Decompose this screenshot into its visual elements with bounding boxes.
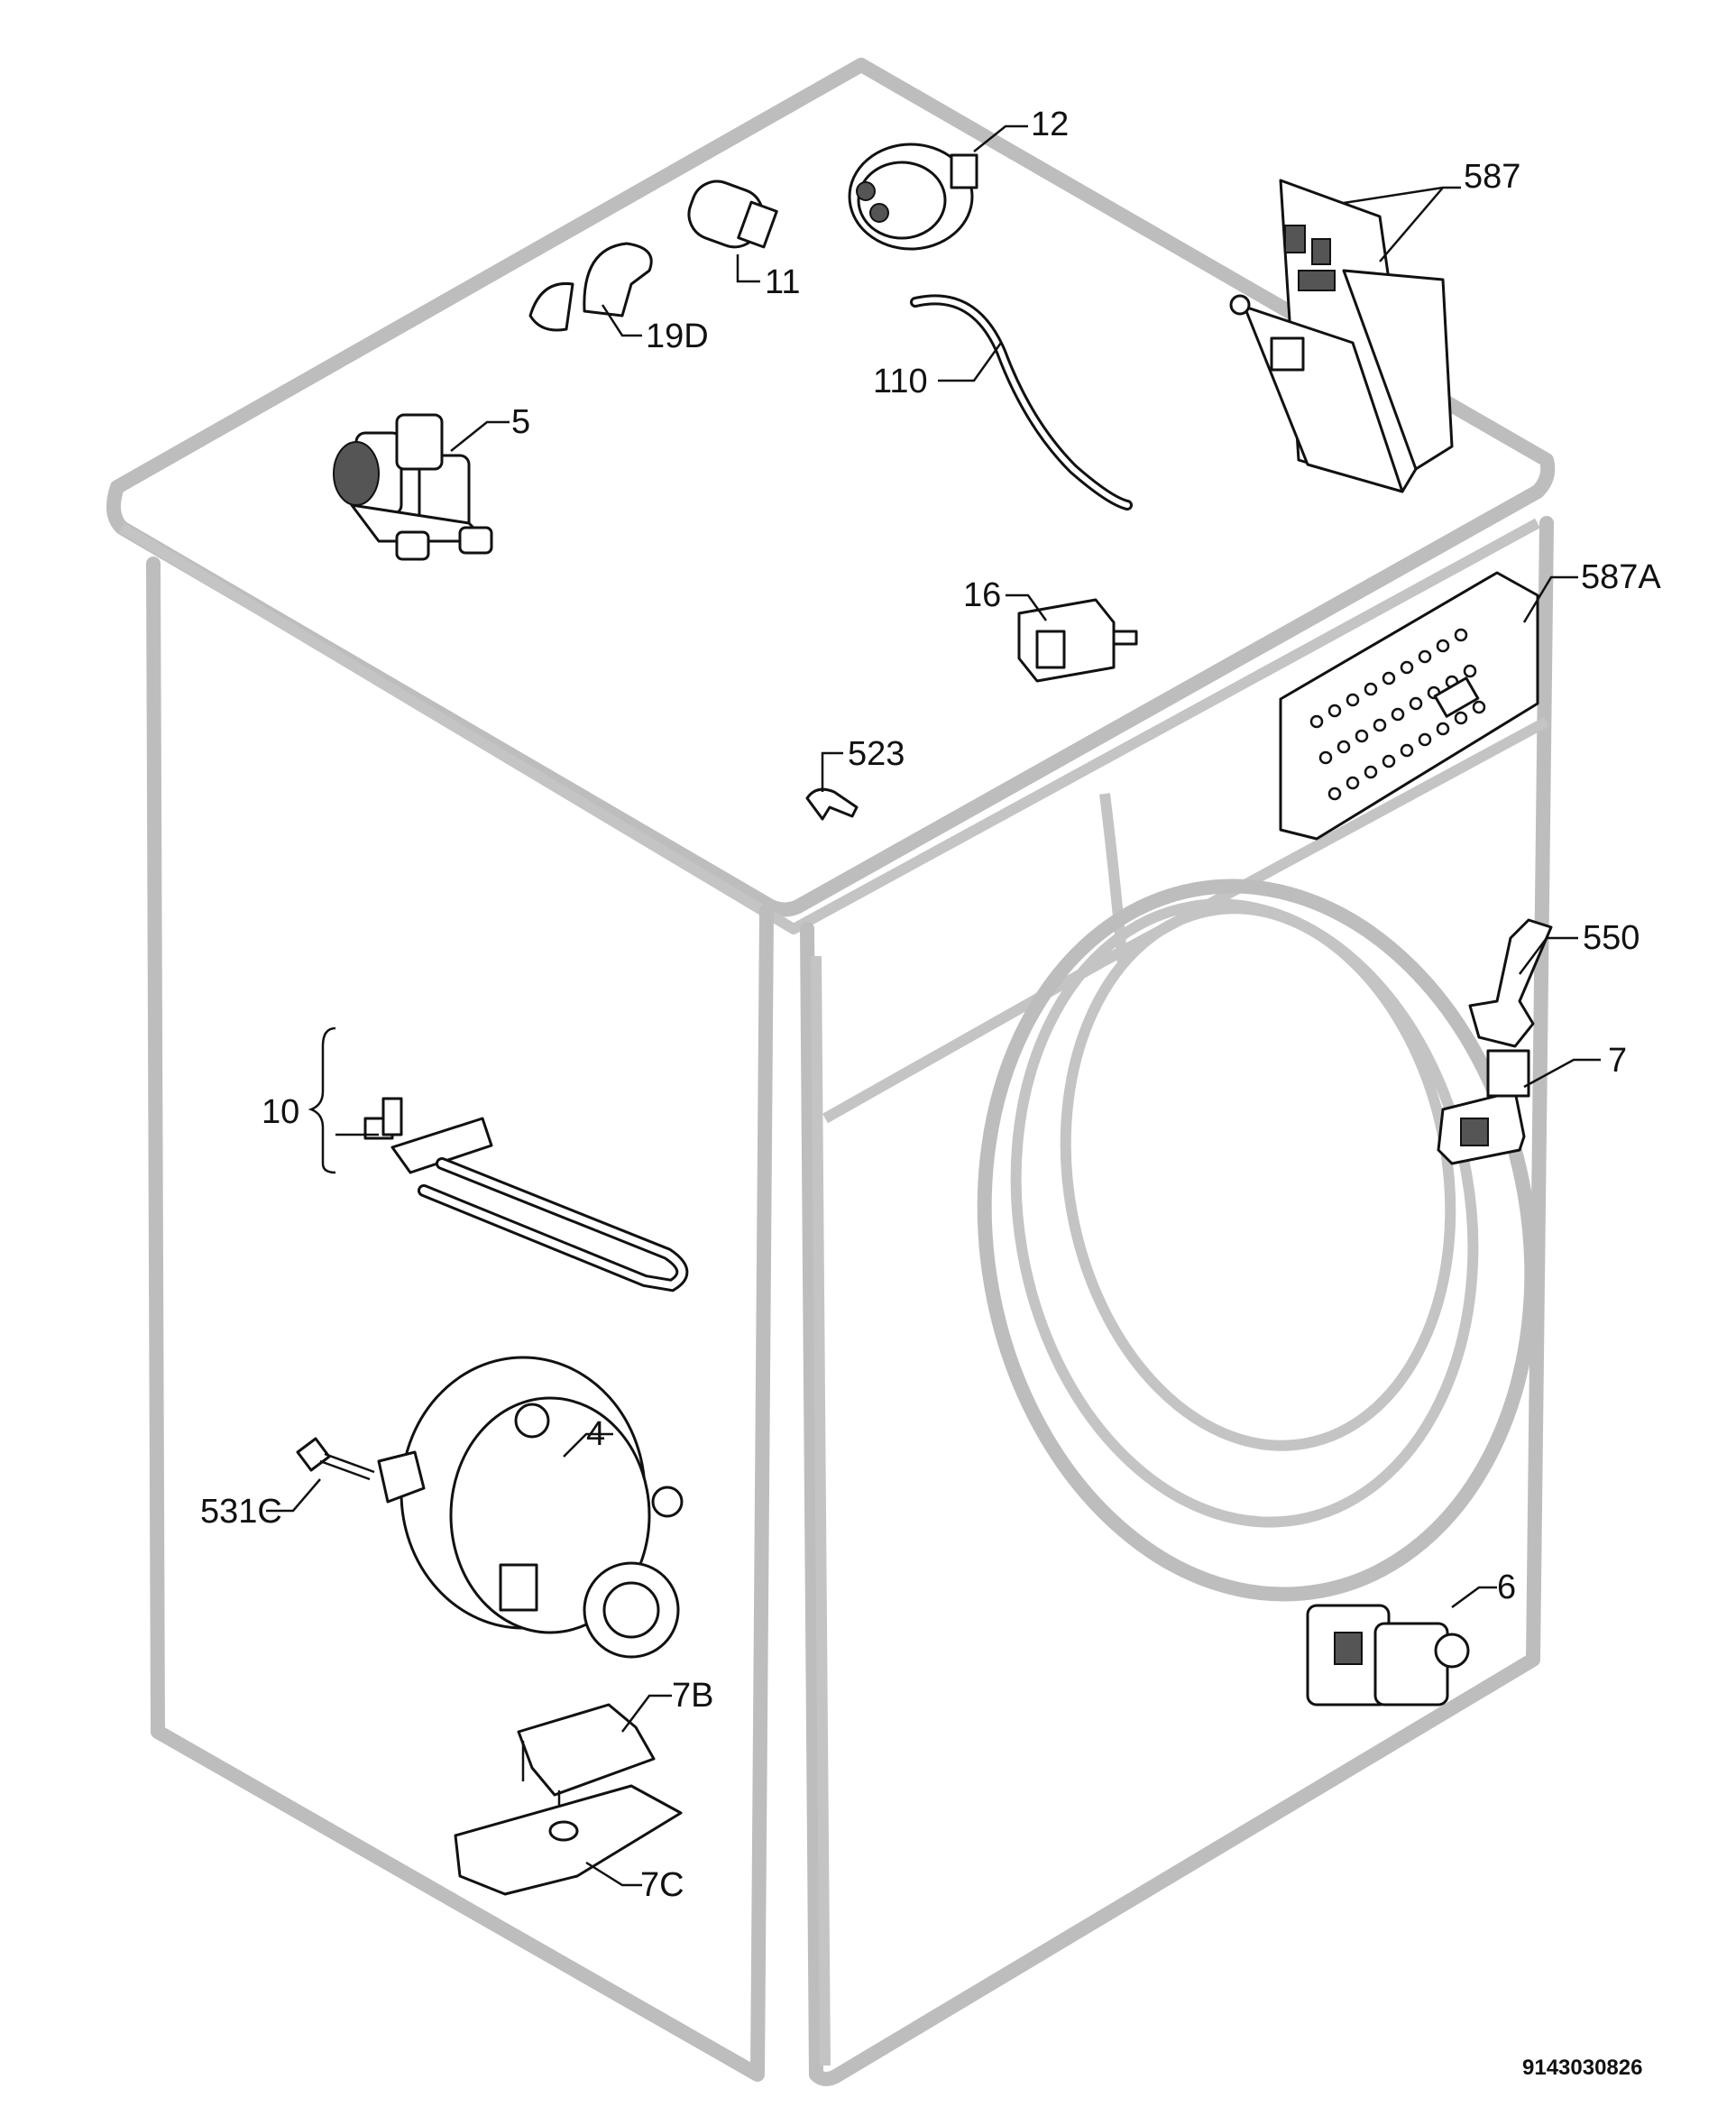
part-110-hose: 110 [873,294,1133,511]
part-587-control-module: 587 [1229,158,1520,493]
label-7B: 7B [672,1677,713,1715]
part-6-drain-pump: 6 [1306,1569,1516,1707]
label-531C: 531C [200,1493,282,1531]
label-4: 4 [586,1415,605,1453]
label-6: 6 [1497,1569,1516,1606]
label-110: 110 [873,363,928,400]
part-10-heating-element: 10 [262,1026,689,1293]
part-7C-base-plate: 7C [454,1784,684,1904]
part-4-motor: 4 [377,1356,684,1659]
label-7C: 7C [640,1866,684,1904]
part-550-lever: 550 [1468,918,1640,1048]
label-19D: 19D [646,317,709,355]
label-7: 7 [1608,1042,1627,1080]
label-12: 12 [1031,106,1069,143]
part-523-clip: 523 [805,735,905,821]
label-523: 523 [848,735,905,773]
part-5-inlet-valve: 5 [333,403,530,561]
part-12-pressure-switch: 12 [848,106,1069,251]
part-531C-screw: 531C [200,1437,375,1531]
part-11-capacitor: 11 [687,179,800,301]
label-587A: 587A [1581,558,1661,596]
part-16-switch: 16 [963,576,1138,683]
label-550: 550 [1583,919,1640,957]
part-7B-holder: 7B [517,1677,713,1826]
label-16: 16 [963,576,1001,614]
document-number: 9143030826 [1522,2056,1642,2080]
part-19D-holder: 19D [528,242,709,355]
part-587A-pcb: 587A [1279,558,1661,841]
label-5: 5 [511,403,530,441]
label-10: 10 [262,1093,299,1131]
label-587: 587 [1464,158,1520,196]
part-7-door-lock: 7 [1437,1042,1627,1165]
label-11: 11 [765,263,800,301]
